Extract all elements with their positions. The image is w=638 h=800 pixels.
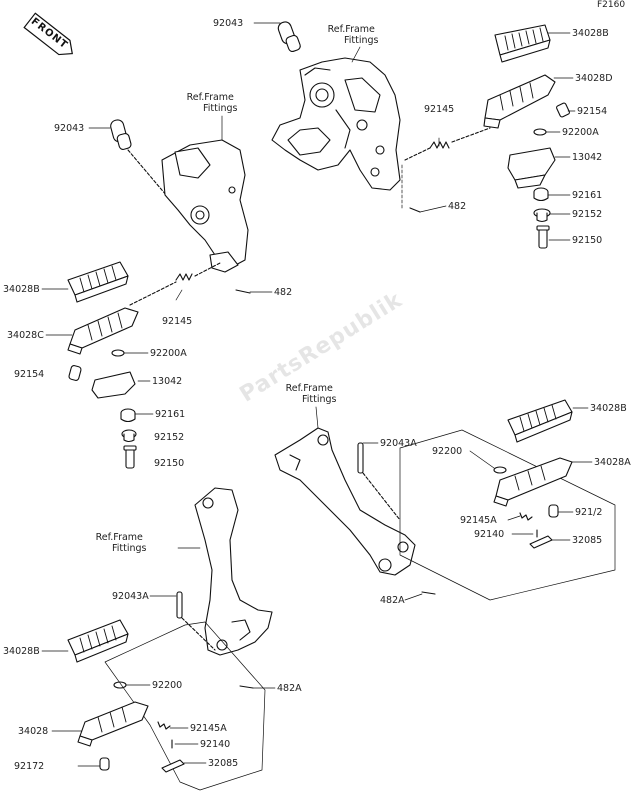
part-label[interactable]: 482 [448,201,467,212]
part-label[interactable]: 92154 [577,106,608,117]
outline-box-mid [399,429,616,601]
part-label[interactable]: 92200A [150,348,187,359]
part-label[interactable]: 13042 [152,376,183,387]
spring-92145A-mr [519,512,533,521]
washer-92200A-tl [111,349,125,357]
damper-92161-tl [120,408,136,423]
spring-92145-left [129,262,221,306]
part-label[interactable]: 32085 [208,758,239,769]
footpeg-rubber-34028B-tl [67,261,129,303]
part-label[interactable]: 92154 [14,369,45,380]
cotter-pin-482-tr [409,207,421,213]
frame-bracket-mid [274,427,416,576]
part-label[interactable]: 92043A [380,438,417,449]
spring-92145A-bottom [157,721,171,730]
holder-13042-tr [507,147,556,189]
part-label[interactable]: 92145 [424,104,455,115]
pin-92043A-mid [357,442,401,521]
frame-bracket-top [271,57,401,191]
part-label[interactable]: 92145A [460,515,497,526]
part-label[interactable]: 34028B [572,28,609,39]
footpeg-rubber-34028B-tr [494,24,551,63]
washer-92200A-tr [533,128,547,136]
part-label[interactable]: 92200A [562,127,599,138]
part-label[interactable]: 92161 [572,190,603,201]
part-label[interactable]: 34028 [18,726,49,737]
damper-92161-tr [533,187,549,202]
part-label[interactable]: 92145A [190,723,227,734]
footpeg-34028C-tl [67,307,139,355]
leader-lines-mr [315,406,593,601]
part-label[interactable]: 92200 [432,446,463,457]
part-label[interactable]: 92043A [112,591,149,602]
bolt-92154-tr [556,102,570,118]
cotter-pin-482-tl [235,289,251,294]
part-label[interactable]: 92200 [152,680,183,691]
part-label[interactable]: 92150 [154,458,185,469]
footpeg-34028A-mr [493,457,573,507]
bolt-92150-tl [123,445,137,469]
washer-92200-mr [493,466,507,474]
part-label[interactable]: 34028B [590,403,627,414]
outline-box-bottom [104,621,266,791]
holder-13042-tl [91,371,136,399]
part-label[interactable]: 34028D [575,73,613,84]
bolt-92172-mr [548,504,559,518]
part-label[interactable]: 34028B [3,646,40,657]
part-label[interactable]: 921/2 [575,507,603,518]
plate-32085-bottom [161,759,185,773]
pin-92043A-bottom [176,591,216,651]
part-label[interactable]: 92150 [572,235,603,246]
part-label[interactable]: 92140 [474,529,505,540]
part-label[interactable]: 34028B [3,284,40,295]
part-label[interactable]: 92043 [54,123,85,134]
part-label[interactable]: 482A [380,595,405,606]
part-label[interactable]: 92161 [155,409,186,420]
part-label[interactable]: 92152 [572,209,603,220]
front-direction-arrow: FRONT [21,10,81,65]
leader-lines-tl [41,115,273,415]
part-label[interactable]: 92043 [213,18,244,29]
part-label[interactable]: 92172 [14,761,45,772]
part-label[interactable]: 92145 [162,316,193,327]
footpeg-rubber-34028B-mr [507,399,573,443]
frame-bracket-left [161,139,249,273]
frame-bracket-bottom [194,487,273,656]
part-label[interactable]: 92152 [154,432,185,443]
part-label[interactable]: 482 [274,287,293,298]
part-label[interactable]: 34028A [594,457,631,468]
arrow-icon [23,12,73,56]
part-label[interactable]: 32085 [572,535,603,546]
cotter-pin-482A-mr [421,591,436,595]
bolt-92154-tl [68,365,82,381]
bolt-92150-tr [536,225,550,249]
spring-92145-top [404,127,491,161]
plate-32085-mr [529,535,553,549]
footpeg-34028-bl [77,701,149,747]
collar-92152-tr [533,208,551,223]
leader-lines-tr [253,22,576,241]
part-label[interactable]: 482A [277,683,302,694]
cotter-pin-482A-bottom [239,685,254,689]
pin-92043-top [277,21,301,52]
part-label[interactable]: 13042 [572,152,603,163]
leader-lines-bottom [41,547,276,767]
footpeg-rubber-34028B-bl [67,619,129,663]
part-label[interactable]: 92140 [200,739,231,750]
diagram-code: F2160 [597,0,626,10]
part-label[interactable]: 34028C [7,330,44,341]
collar-92152-tl [121,429,137,443]
footpeg-34028D-tr [483,74,556,129]
bolt-92172-bottom [99,757,110,771]
